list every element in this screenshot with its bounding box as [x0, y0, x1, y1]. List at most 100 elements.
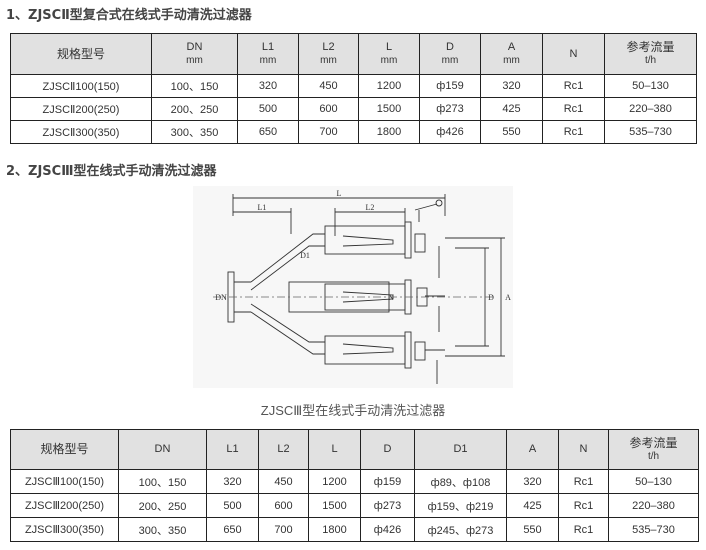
cell-l2: 700 — [258, 517, 309, 542]
cell-flow: 50–130 — [608, 469, 699, 494]
cell-dn: 100、150 — [118, 469, 207, 494]
header-l: L — [308, 429, 361, 470]
cell-model: ZJSCⅡ200(250) — [10, 97, 152, 121]
filter-technical-drawing: L L1 L2 DN N D1 D A — [193, 186, 513, 388]
cell-n: Rc1 — [542, 97, 605, 121]
cell-flow: 535–730 — [604, 120, 697, 144]
header-dn: DN — [118, 429, 207, 470]
label-a: A — [505, 293, 511, 302]
cell-d: ф273 — [419, 97, 481, 121]
cell-l2: 600 — [298, 97, 359, 121]
cell-l1: 500 — [206, 493, 259, 518]
cell-l: 1200 — [358, 74, 420, 98]
cell-l: 1800 — [358, 120, 420, 144]
cell-l2: 600 — [258, 493, 309, 518]
label-n: N — [388, 293, 394, 302]
upper-branch — [250, 233, 325, 283]
cell-d: ф426 — [419, 120, 481, 144]
header-l2: L2 — [258, 429, 309, 470]
cell-l2: 450 — [298, 74, 359, 98]
cell-model: ZJSCⅡ100(150) — [10, 74, 152, 98]
cell-dn: 200、250 — [118, 493, 207, 518]
cell-a: 425 — [480, 97, 543, 121]
cell-a: 320 — [480, 74, 543, 98]
cell-model: ZJSCⅢ300(350) — [10, 517, 119, 542]
section1-title: 1、ZJSCⅡ型复合式在线式手动清洗过滤器 — [6, 8, 252, 23]
cell-flow: 220–380 — [604, 97, 697, 121]
table-row: ZJSCⅢ100(150) 100、150 320 450 1200 ф159 … — [10, 469, 699, 494]
drawing-caption: ZJSCⅢ型在线式手动清洗过滤器 — [260, 403, 446, 418]
cell-dn: 200、250 — [151, 97, 238, 121]
cell-n: Rc1 — [558, 469, 609, 494]
cell-flow: 220–380 — [608, 493, 699, 518]
cell-a: 425 — [506, 493, 559, 518]
cell-d1: ф89、ф108 — [414, 469, 507, 494]
cell-d: ф159 — [360, 469, 415, 494]
header-d1: D1 — [414, 429, 507, 470]
cell-d1: ф159、ф219 — [414, 493, 507, 518]
cell-d: ф426 — [360, 517, 415, 542]
cell-l: 1800 — [308, 517, 361, 542]
table-row: ZJSCⅢ200(250) 200、250 500 600 1500 ф273 … — [10, 493, 699, 518]
header-n: N — [542, 33, 605, 75]
cell-n: Rc1 — [542, 120, 605, 144]
cell-a: 320 — [506, 469, 559, 494]
cell-n: Rc1 — [558, 517, 609, 542]
cell-n: Rc1 — [558, 493, 609, 518]
table-row: ZJSCⅢ300(350) 300、350 650 700 1800 ф426 … — [10, 517, 699, 542]
header-model: 规格型号 — [10, 33, 152, 75]
table-row: ZJSCⅡ200(250) 200、250 500 600 1500 ф273 … — [10, 97, 697, 121]
cell-l1: 320 — [206, 469, 259, 494]
cell-a: 550 — [506, 517, 559, 542]
cell-l: 1200 — [308, 469, 361, 494]
cell-dn: 300、350 — [151, 120, 238, 144]
cell-l: 1500 — [308, 493, 361, 518]
label-dn: DN — [215, 293, 227, 302]
cell-dn: 100、150 — [151, 74, 238, 98]
header-n: N — [558, 429, 609, 470]
cell-flow: 535–730 — [608, 517, 699, 542]
cell-l: 1500 — [358, 97, 420, 121]
cell-l2: 450 — [258, 469, 309, 494]
header-a: A — [506, 429, 559, 470]
header-model: 规格型号 — [10, 429, 119, 470]
section2-title: 2、ZJSCⅢ型在线式手动清洗过滤器 — [6, 164, 217, 179]
cell-l1: 650 — [206, 517, 259, 542]
lower-branch — [250, 311, 325, 355]
cell-model: ZJSCⅢ200(250) — [10, 493, 119, 518]
label-l: L — [337, 189, 342, 198]
cell-d1: ф245、ф273 — [414, 517, 507, 542]
cell-l2: 700 — [298, 120, 359, 144]
cell-d: ф159 — [419, 74, 481, 98]
header-l1: L1 — [206, 429, 259, 470]
cell-flow: 50–130 — [604, 74, 697, 98]
label-l2: L2 — [366, 203, 375, 212]
cell-model: ZJSCⅡ300(350) — [10, 120, 152, 144]
label-d1: D1 — [300, 251, 310, 260]
table-row: ZJSCⅡ100(150) 100、150 320 450 1200 ф159 … — [10, 74, 697, 98]
cell-l1: 320 — [237, 74, 299, 98]
label-l1: L1 — [258, 203, 267, 212]
cell-l1: 500 — [237, 97, 299, 121]
drawing-svg: L L1 L2 DN N D1 D A — [213, 189, 511, 384]
table-row: ZJSCⅡ300(350) 300、350 650 700 1800 ф426 … — [10, 120, 697, 144]
cell-model: ZJSCⅢ100(150) — [10, 469, 119, 494]
cell-d: ф273 — [360, 493, 415, 518]
upper-handwheel — [435, 199, 443, 207]
cell-dn: 300、350 — [118, 517, 207, 542]
cell-n: Rc1 — [542, 74, 605, 98]
header-d: D — [360, 429, 415, 470]
label-d: D — [488, 293, 494, 302]
